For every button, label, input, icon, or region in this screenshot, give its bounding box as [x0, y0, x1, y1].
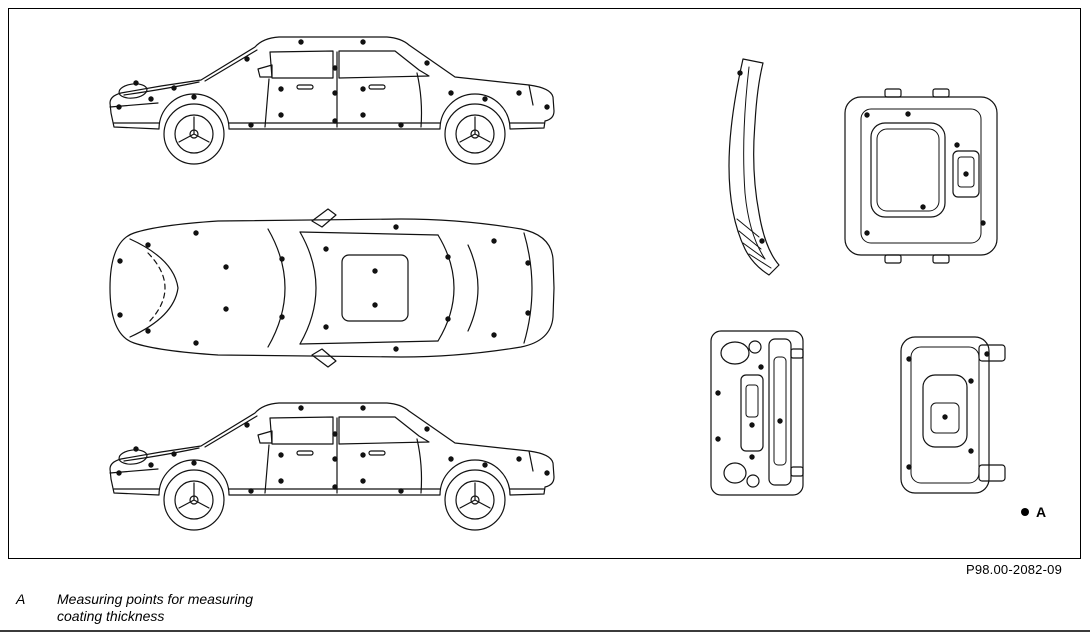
measuring-points [864, 111, 986, 236]
measuring-points [906, 351, 990, 470]
figure-caption: A Measuring points for measuring coating… [16, 591, 253, 625]
car-top-view [109, 208, 555, 368]
right-mirror [311, 348, 337, 368]
legend-label: A [1036, 504, 1047, 520]
caption-line-2: coating thickness [57, 608, 165, 625]
caption-text: Measuring points for measuring coating t… [57, 591, 253, 625]
car-right-side-view [109, 402, 555, 531]
front-structure-view [900, 336, 1006, 494]
rear-wheel [444, 103, 506, 165]
left-mirror [311, 208, 337, 228]
car-left-side-view [109, 36, 555, 165]
front-body-view [844, 88, 998, 264]
page-bottom-rule [0, 630, 1090, 632]
figure-number: P98.00-2082-09 [965, 562, 1062, 577]
sunroof-outline [341, 254, 409, 322]
measuring-points [737, 70, 765, 244]
measuring-point-icon [1021, 508, 1029, 516]
rear-body-view [710, 330, 804, 496]
caption-line-1: Measuring points for measuring [57, 591, 254, 607]
caption-label: A [16, 591, 26, 607]
legend-item-a: A [1021, 504, 1046, 520]
measuring-points [715, 364, 783, 460]
a-pillar-detail-view [728, 58, 780, 276]
measuring-points [116, 39, 550, 128]
figure-frame: A [8, 8, 1081, 559]
front-wheel [163, 103, 225, 165]
measuring-points [117, 224, 531, 352]
